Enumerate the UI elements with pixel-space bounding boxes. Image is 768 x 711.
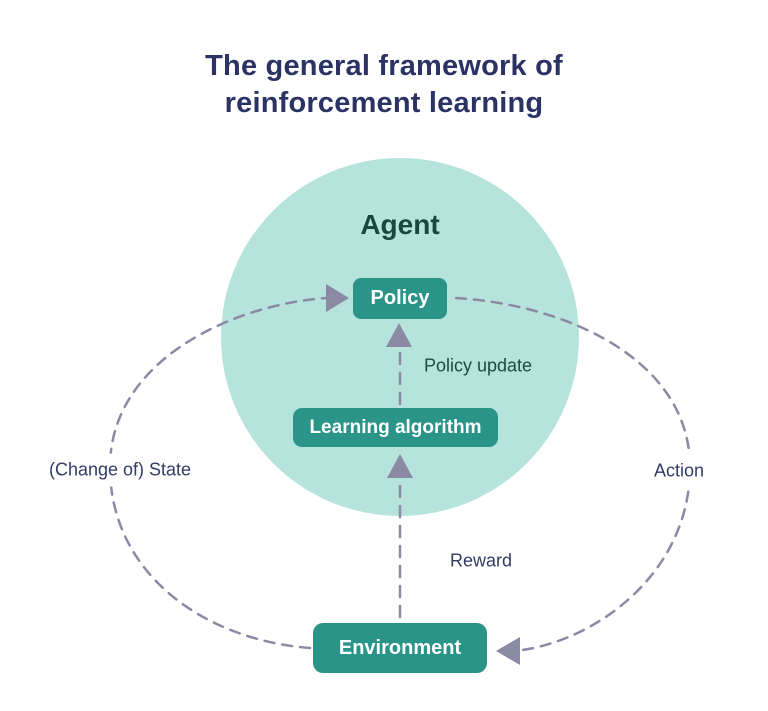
state-arrowhead-icon [326,284,349,312]
action-arrowhead-icon [496,637,520,665]
node-policy: Policy [353,278,447,319]
edge-label-state: (Change of) State [40,453,200,487]
edge-label-policy-update: Policy update [424,355,533,376]
action-edge-curve [454,296,692,652]
diagram-title: The general framework of reinforcement l… [205,50,563,119]
agent-label: Agent [360,209,440,240]
reward-arrowhead-icon [387,454,413,478]
node-environment: Environment [313,623,487,673]
node-learning-algorithm: Learning algorithm [293,408,498,447]
policy-update-arrowhead-icon [386,323,412,347]
edge-label-action: Action [645,454,713,488]
edge-label-reward: Reward [450,550,513,571]
